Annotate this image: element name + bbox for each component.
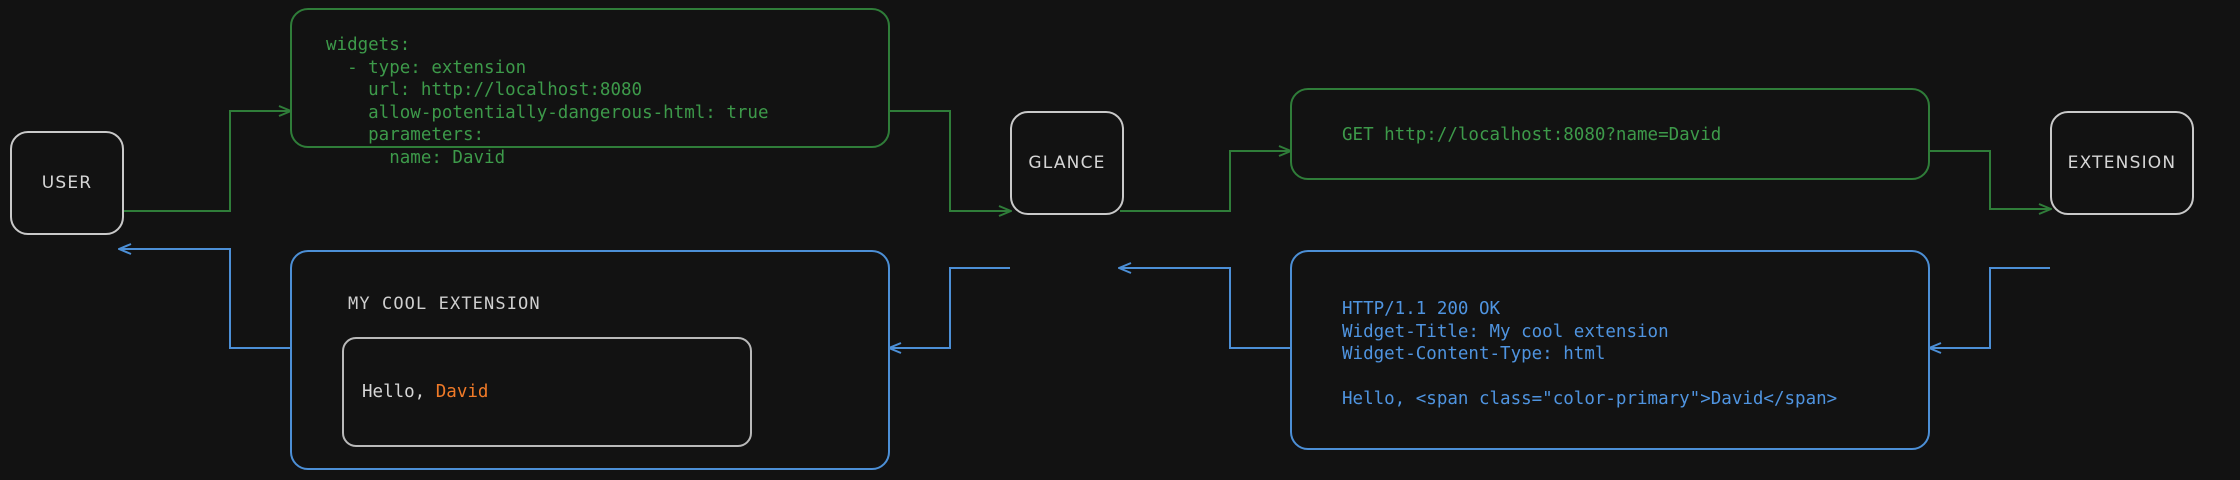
wire-glance-to-widget bbox=[890, 267, 1010, 348]
wire-extension-to-response bbox=[1930, 267, 2050, 348]
node-user-label: USER bbox=[41, 173, 93, 193]
wire-config-to-glance bbox=[890, 110, 1010, 211]
node-extension-label: EXTENSION bbox=[2067, 153, 2177, 173]
wire-response-to-glance bbox=[1120, 268, 1290, 349]
rendered-widget-title: MY COOL EXTENSION bbox=[348, 294, 541, 314]
greeting-prefix: Hello, bbox=[362, 382, 436, 402]
wire-user-to-config bbox=[120, 111, 290, 212]
http-response-box: HTTP/1.1 200 OK Widget-Title: My cool ex… bbox=[1290, 250, 1930, 450]
config-yaml-box: widgets: - type: extension url: http://l… bbox=[290, 8, 890, 168]
node-glance[interactable]: GLANCE bbox=[1010, 111, 1124, 215]
http-request-box: GET http://localhost:8080?name=David bbox=[1290, 88, 1930, 180]
wire-request-to-extension bbox=[1930, 150, 2050, 209]
rendered-widget-content-frame: Hello, David bbox=[342, 337, 752, 447]
node-user[interactable]: USER bbox=[10, 131, 124, 235]
http-response-text: HTTP/1.1 200 OK Widget-Title: My cool ex… bbox=[1342, 299, 1838, 409]
greeting-accent-name: David bbox=[435, 382, 489, 402]
wire-widget-to-user bbox=[120, 249, 290, 349]
config-yaml-text: widgets: - type: extension url: http://l… bbox=[326, 35, 769, 168]
http-request-text: GET http://localhost:8080?name=David bbox=[1342, 125, 1722, 145]
rendered-widget-greeting: Hello, David bbox=[362, 382, 488, 402]
node-extension[interactable]: EXTENSION bbox=[2050, 111, 2194, 215]
node-glance-label: GLANCE bbox=[1028, 153, 1106, 173]
rendered-widget-box: MY COOL EXTENSION Hello, David bbox=[290, 250, 890, 470]
wire-glance-to-request bbox=[1120, 151, 1290, 212]
